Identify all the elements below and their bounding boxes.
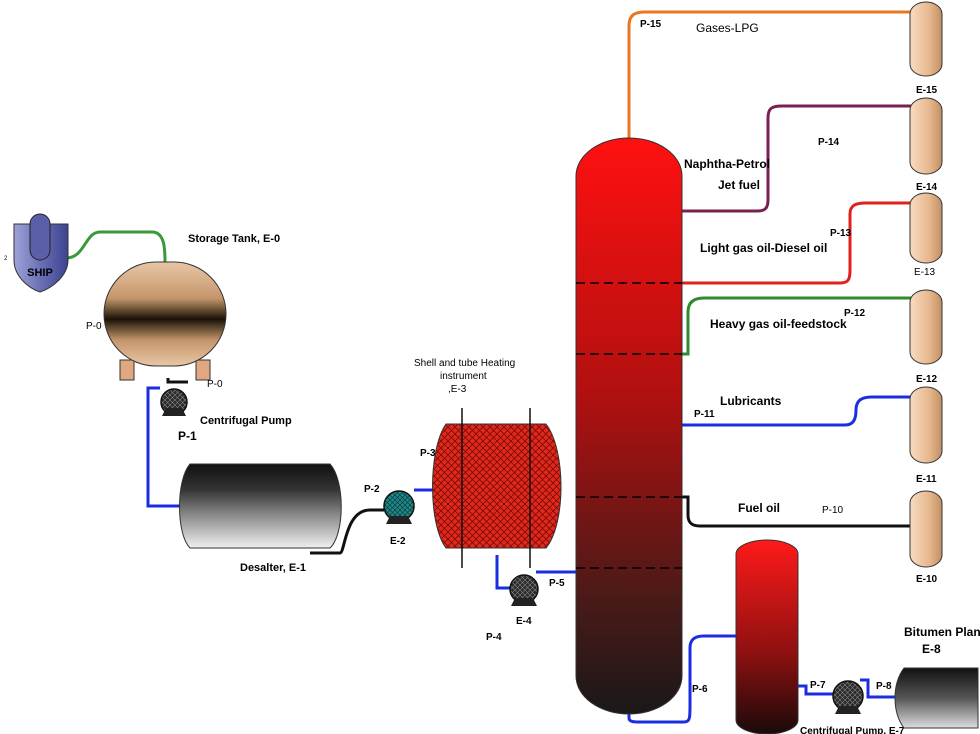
pipe-p11 — [682, 395, 912, 427]
ship-marker: 2 — [4, 256, 8, 262]
product-name-naphtha: Naphtha-Petrol — [684, 157, 770, 171]
desalter: Desalter, E-1 — [179, 463, 342, 574]
pump-e2-pipe: P-2 — [364, 484, 380, 495]
column-body — [575, 137, 683, 715]
column-pipe-bottom: P-6 — [692, 684, 708, 695]
tank-e11 — [909, 386, 943, 464]
distillation-column: P-6 — [575, 137, 708, 715]
product-pipe-p10: P-10 — [822, 505, 844, 516]
pump-e7-label: Centrifugal Pump, E-7 — [800, 726, 905, 734]
storage-tank-label: Storage Tank, E-0 — [188, 233, 280, 245]
pipe-p14 — [682, 104, 912, 213]
product-name-diesel: Light gas oil-Diesel oil — [700, 241, 827, 255]
pump-p1-id: P-1 — [178, 429, 197, 443]
pipe-label-p0-left: P-0 — [86, 321, 102, 332]
pump-e7-pipe-in: P-7 — [810, 680, 826, 691]
product-pipe-p12: P-12 — [844, 308, 866, 319]
pump-e4: E-4 P-4 P-5 — [486, 574, 565, 643]
product-tank-e15: E-15 — [916, 85, 938, 96]
tank-leg-left — [119, 359, 135, 381]
pipe-p1-to-desalter — [146, 386, 186, 508]
product-name-fuel-oil: Fuel oil — [738, 501, 780, 515]
product-name-lubricants: Lubricants — [720, 394, 782, 408]
pipe-p13 — [682, 201, 912, 285]
ship: SHIP 2 — [4, 213, 69, 293]
product-tank-e12: E-12 — [916, 374, 938, 385]
pump-e4-pipe-out: P-5 — [549, 578, 565, 589]
pump-e2: P-2 E-2 — [364, 484, 415, 547]
product-labels: Gases-LPG P-15 E-15 Naphtha-Petrol P-14 … — [640, 19, 938, 585]
pipe-p6 — [627, 634, 736, 724]
vacuum-column-body — [735, 539, 799, 734]
tank-e13 — [909, 192, 943, 264]
tank-e12 — [909, 289, 943, 365]
pipe-p7 — [798, 684, 836, 696]
product-tank-e13: E-13 — [914, 267, 936, 278]
product-name-heavy-gas-oil: Heavy gas oil-feedstock — [710, 317, 847, 331]
bitumen-plant: Bitumen Plant, E-8 — [894, 625, 980, 729]
pump-e2-id: E-2 — [390, 536, 406, 547]
product-name-jet: Jet fuel — [718, 178, 760, 192]
heater-label-1: Shell and tube Heating — [414, 358, 515, 369]
pump-p1-base — [162, 408, 186, 416]
product-pipe-p11: P-11 — [694, 409, 715, 420]
bitumen-label-1: Bitumen Plant, — [904, 625, 980, 639]
product-tank-e11: E-11 — [916, 474, 937, 485]
heater-label-2: instrument — [440, 371, 487, 382]
tank-leg-right — [195, 359, 211, 381]
tank-e15 — [909, 1, 943, 77]
product-tanks — [909, 1, 943, 568]
product-pipe-p14: P-14 — [818, 137, 840, 148]
pump-e4-base — [511, 598, 537, 606]
ship-mast — [29, 213, 51, 261]
pipe-p12 — [682, 296, 912, 356]
product-pipe-p13: P-13 — [830, 228, 852, 239]
column-trays — [576, 282, 682, 569]
pipe-p8 — [860, 678, 898, 699]
pump-e4-id: E-4 — [516, 616, 532, 627]
pump-e7-base — [835, 706, 861, 714]
pipe-tank-to-pump — [166, 378, 188, 384]
tank-body — [103, 261, 227, 367]
pump-e7: Centrifugal Pump, E-7 P-7 P-8 — [800, 680, 905, 734]
pump-p1: Centrifugal Pump P-1 — [160, 388, 292, 443]
heater-pipe: P-3 — [420, 448, 436, 459]
pipe-label-p0-right: P-0 — [207, 379, 223, 390]
pump-e7-pipe-out: P-8 — [876, 681, 892, 692]
desalter-body — [179, 463, 342, 549]
pipe-heater-to-p4 — [495, 555, 512, 590]
pipe-desalter-to-p2 — [310, 508, 384, 555]
pipe-p15 — [627, 10, 912, 138]
product-name-lpg: Gases-LPG — [696, 21, 759, 35]
tank-e14 — [909, 97, 943, 175]
pump-p1-label: Centrifugal Pump — [200, 415, 292, 427]
pump-e4-pipe-in: P-4 — [486, 632, 502, 643]
heater-label-3: ,E-3 — [448, 384, 467, 395]
product-pipe-p15: P-15 — [640, 19, 662, 30]
heater: Shell and tube Heating instrument ,E-3 P… — [414, 358, 562, 568]
product-tank-e14: E-14 — [916, 182, 938, 193]
desalter-label: Desalter, E-1 — [240, 562, 306, 574]
storage-tank: Storage Tank, E-0 P-0 P-0 — [86, 233, 280, 390]
pipes — [65, 10, 912, 724]
bitumen-label-2: E-8 — [922, 642, 941, 656]
heater-body — [432, 423, 562, 549]
tank-e10 — [909, 490, 943, 568]
ship-label: SHIP — [27, 267, 53, 279]
vacuum-column — [735, 539, 799, 734]
pump-e2-base — [386, 516, 412, 524]
pipe-p10 — [682, 495, 912, 528]
pipe-ship-to-tank — [65, 230, 167, 263]
bitumen-tank-body — [894, 667, 979, 729]
product-tank-e10: E-10 — [916, 574, 938, 585]
